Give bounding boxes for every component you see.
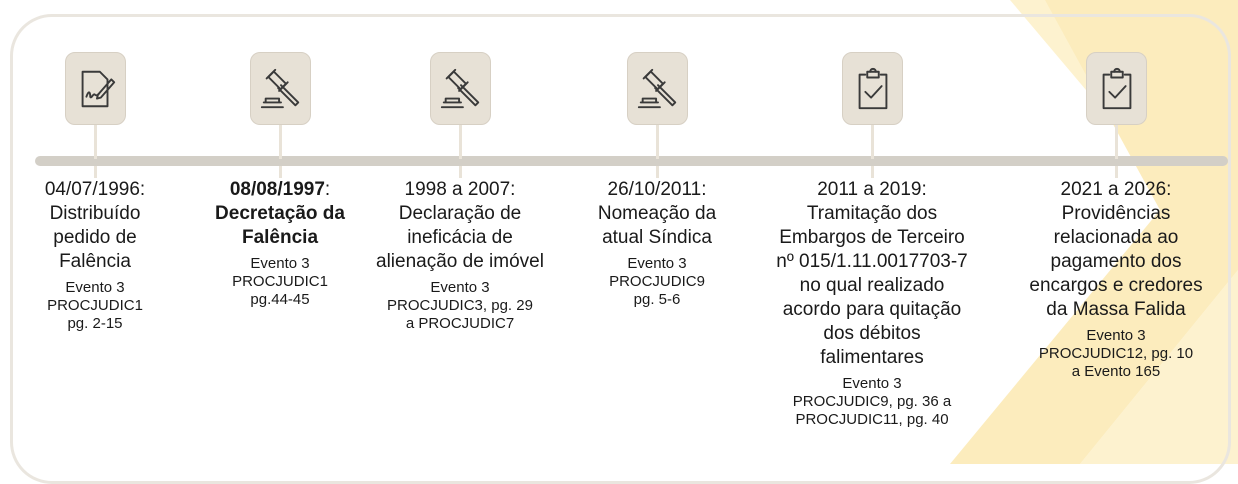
event-connector <box>459 166 462 178</box>
event-reference-line: Evento 3 <box>250 255 310 272</box>
event-connector <box>1115 166 1118 178</box>
clipboard-check-icon <box>1094 66 1140 112</box>
event-reference-line: PROCJUDIC9 <box>609 273 705 290</box>
decorative-background-stripe <box>950 0 1238 464</box>
event-icon-box <box>65 52 126 125</box>
event-title-line: falimentares <box>820 347 924 368</box>
event-connector <box>656 125 659 159</box>
document-signature-icon <box>73 66 119 112</box>
event-date: 2021 a 2026: <box>1060 179 1172 200</box>
event-connector <box>279 125 282 159</box>
event-title-line: Distribuído <box>49 203 141 224</box>
event-title: 1998 a 2007: Declaração de ineficácia de al… <box>358 178 563 274</box>
event-reference-line: Evento 3 <box>627 255 687 272</box>
event-date: 04/07/1996: <box>44 179 146 200</box>
event-reference-line: Evento 3 <box>1086 327 1146 344</box>
clipboard-check-icon <box>850 66 896 112</box>
event-reference-line: Evento 3 <box>430 279 490 296</box>
event-title: 2021 a 2026: Providências relacionada ao pa… <box>1014 178 1219 322</box>
event-title-line: dos débitos <box>823 323 921 344</box>
event-title-line: Embargos de Terceiro <box>779 227 965 248</box>
event-reference-line: pg. 2-15 <box>67 315 123 332</box>
event-reference-line: PROCJUDIC3, pg. 29 <box>387 297 533 314</box>
event-connector <box>1115 125 1118 159</box>
event-date-suffix: : <box>324 179 331 200</box>
gavel-icon <box>258 66 304 112</box>
event-title-line: Providências <box>1061 203 1171 224</box>
event-title-line: atual Síndica <box>602 227 712 248</box>
event-title-line: acordo para quitação <box>782 299 962 320</box>
event-title-line: Declaração de <box>398 203 522 224</box>
event-reference-line: PROCJUDIC11, pg. 40 <box>795 411 949 428</box>
event-title-line: pagamento dos <box>1050 251 1182 272</box>
event-icon-box <box>250 52 311 125</box>
event-connector <box>871 125 874 159</box>
event-title-line: Nomeação da <box>597 203 717 224</box>
event-connector <box>94 166 97 178</box>
event-title-line: Falência <box>241 227 319 248</box>
event-reference-line: PROCJUDIC9, pg. 36 a <box>792 393 952 410</box>
event-connector <box>94 125 97 159</box>
event-reference-line: PROCJUDIC1 <box>47 297 143 314</box>
event-connector <box>871 166 874 178</box>
event-reference-line: a PROCJUDIC7 <box>405 315 515 332</box>
timeline-event: 1998 a 2007: Declaração de ineficácia de al… <box>358 178 563 333</box>
event-title-line: da Massa Falida <box>1046 299 1186 320</box>
event-title-line: Falência <box>59 251 131 272</box>
event-reference-line: Evento 3 <box>842 375 902 392</box>
event-reference-line: PROCJUDIC12, pg. 10 <box>1038 345 1194 362</box>
event-title-line: Tramitação dos <box>806 203 938 224</box>
event-date: 26/10/2011: <box>607 179 707 200</box>
event-title-line: alienação de imóvel <box>376 251 544 272</box>
timeline-axis <box>35 156 1228 166</box>
timeline-event: 2021 a 2026: Providências relacionada ao pa… <box>1014 178 1219 381</box>
event-reference-line: Evento 3 <box>65 279 125 296</box>
gavel-icon <box>438 66 484 112</box>
event-title-line: nº 015/1.11.0017703-7 <box>776 251 968 272</box>
event-date: 08/08/1997: <box>195 178 365 202</box>
gavel-icon <box>635 66 681 112</box>
event-title-line: pedido de <box>53 227 137 248</box>
event-title: 26/10/2011: Nomeação da atual Síndica <box>572 178 742 250</box>
event-reference-line: pg.44-45 <box>250 291 310 308</box>
event-date: 1998 a 2007: <box>404 179 516 200</box>
event-icon-box <box>1086 52 1147 125</box>
event-title-line: relacionada ao <box>1053 227 1179 248</box>
event-reference-line: PROCJUDIC1 <box>232 273 328 290</box>
event-connector <box>279 166 282 178</box>
event-title-line: Decretação da <box>215 203 345 224</box>
event-icon-box <box>430 52 491 125</box>
event-title-line: no qual realizado <box>799 275 945 296</box>
event-date: 2011 a 2019: <box>817 179 927 200</box>
event-title-line: ineficácia de <box>407 227 513 248</box>
event-connector <box>459 125 462 159</box>
event-icon-box <box>627 52 688 125</box>
event-reference-line: pg. 5-6 <box>633 291 681 308</box>
event-reference-line: a Evento 165 <box>1071 363 1161 380</box>
event-title: 04/07/1996: Distribuído pedido de Falência <box>30 178 160 274</box>
event-connector <box>656 166 659 178</box>
event-date-bold: 08/08/1997 <box>229 179 325 200</box>
event-icon-box <box>842 52 903 125</box>
event-title-line: encargos e credores <box>1029 275 1203 296</box>
